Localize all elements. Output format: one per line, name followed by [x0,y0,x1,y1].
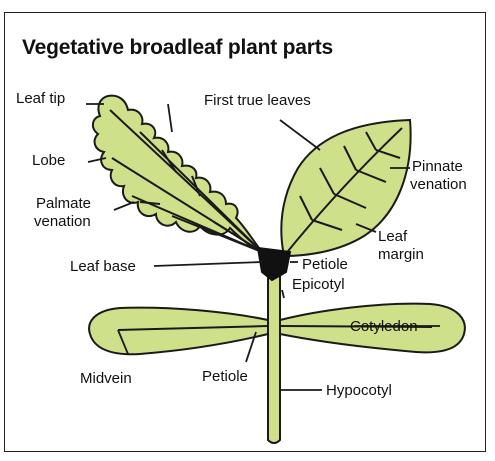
label-leaf-tip: Leaf tip [16,90,65,107]
label-palmate-venation-2: venation [34,213,91,230]
label-pinnate-venation-2: venation [410,176,467,193]
label-midvein: Midvein [80,370,132,387]
label-petiole-upper: Petiole [302,256,348,273]
label-leaf-margin-2: margin [378,246,424,263]
label-leaf-margin-1: Leaf [378,228,407,245]
stem [268,268,280,443]
label-hypocotyl: Hypocotyl [326,382,392,399]
label-lobe: Lobe [32,152,65,169]
label-epicotyl: Epicotyl [292,276,345,293]
label-cotyledon: Cotyledon [350,318,418,335]
label-first-true-leaves: First true leaves [204,92,311,109]
cotyledon-left [89,308,268,355]
leaf-base-node [258,248,290,280]
label-pinnate-venation-1: Pinnate [412,158,463,175]
label-leaf-base: Leaf base [70,258,136,275]
label-palmate-venation-1: Palmate [36,195,91,212]
label-petiole-lower: Petiole [202,368,248,385]
